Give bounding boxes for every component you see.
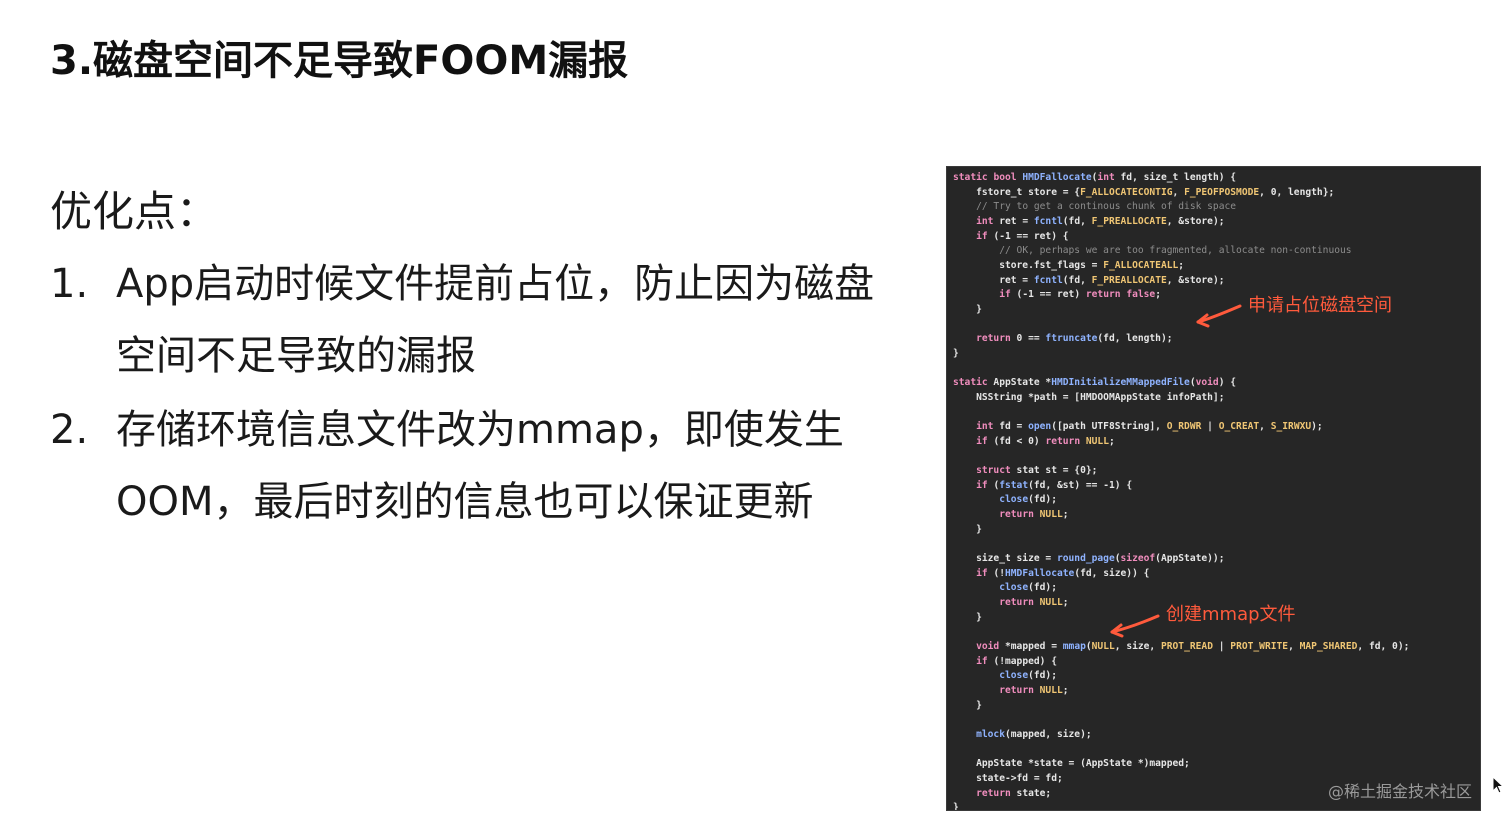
- code-line: mlock(mapped, size);: [976, 728, 1092, 740]
- code-line: struct stat st = {0};: [976, 465, 1098, 477]
- code-block: static bool HMDFallocate(int fd, size_t …: [953, 171, 1410, 811]
- code-line: if (!mapped) {: [976, 655, 1057, 667]
- point-list: 1. App启动时候文件提前占位，防止因为磁盘空间不足导致的漏报 2. 存储环境…: [50, 248, 910, 540]
- annotation-reserve-disk: 申请占位磁盘空间: [1248, 295, 1392, 316]
- code-line: close(fd);: [999, 582, 1057, 594]
- code-line: return NULL;: [999, 509, 1069, 521]
- cursor-icon: [1492, 776, 1504, 794]
- code-line: close(fd);: [999, 494, 1057, 506]
- code-line: // Try to get a continous chunk of disk …: [976, 201, 1237, 213]
- code-line: // OK, perhaps we are too fragmented, al…: [999, 245, 1352, 257]
- code-line: fstore_t store = {F_ALLOCATECONTIG, F_PE…: [953, 186, 1335, 198]
- slide-title: 3.磁盘空间不足导致FOOM漏报: [50, 38, 629, 84]
- code-line: close(fd);: [999, 670, 1057, 682]
- code-line: size_t size = round_page(sizeof(AppState…: [953, 553, 1225, 565]
- watermark: @稀土掘金技术社区: [1328, 782, 1473, 801]
- code-line: if (-1 == ret) return false;: [999, 289, 1161, 301]
- code-line: ret = fcntl(fd, F_PREALLOCATE, &store);: [953, 274, 1225, 286]
- code-line: }: [953, 303, 982, 315]
- code-line: return 0 == ftruncate(fd, length);: [976, 333, 1173, 345]
- code-line: return NULL;: [999, 597, 1069, 609]
- code-line: }: [953, 347, 959, 359]
- code-line: int fd = open([path UTF8String], O_RDWR …: [976, 421, 1323, 433]
- code-line: if (!HMDFallocate(fd, size)) {: [976, 567, 1150, 579]
- code-line: NSString *path = [HMDOOMAppState infoPat…: [953, 391, 1225, 403]
- annotation-create-mmap: 创建mmap文件: [1166, 604, 1296, 625]
- code-line: void *mapped = mmap(NULL, size, PROT_REA…: [976, 641, 1410, 652]
- code-line: static bool HMDFallocate(int fd, size_t …: [953, 172, 1237, 183]
- code-line: }: [953, 802, 959, 811]
- code-line: int ret = fcntl(fd, F_PREALLOCATE, &stor…: [976, 215, 1225, 227]
- code-screenshot: static bool HMDFallocate(int fd, size_t …: [946, 166, 1481, 811]
- code-line: store.fst_flags = F_ALLOCATEALL;: [953, 259, 1185, 271]
- code-line: if (fd < 0) return NULL;: [976, 435, 1115, 447]
- code-line: static AppState *HMDInitializeMMappedFil…: [953, 377, 1237, 389]
- arrow-icon: [1110, 614, 1160, 638]
- code-line: }: [953, 699, 982, 711]
- list-item: 1. App启动时候文件提前占位，防止因为磁盘空间不足导致的漏报: [50, 248, 910, 392]
- point-number: 2.: [50, 407, 89, 453]
- code-line: }: [953, 523, 982, 535]
- code-line: if (fstat(fd, &st) == -1) {: [976, 479, 1133, 491]
- slide-subtitle: 优化点：: [50, 187, 219, 236]
- code-line: return NULL;: [999, 684, 1069, 696]
- code-line: if (-1 == ret) {: [976, 230, 1069, 242]
- code-line: return state;: [976, 787, 1052, 799]
- point-number: 1.: [50, 261, 89, 307]
- code-line: state->fd = fd;: [953, 772, 1063, 784]
- list-item: 2. 存储环境信息文件改为mmap，即使发生OOM，最后时刻的信息也可以保证更新: [50, 394, 910, 538]
- code-line: AppState *state = (AppState *)mapped;: [953, 758, 1190, 770]
- point-text: App启动时候文件提前占位，防止因为磁盘空间不足导致的漏报: [116, 261, 875, 379]
- point-text: 存储环境信息文件改为mmap，即使发生OOM，最后时刻的信息也可以保证更新: [116, 407, 844, 525]
- arrow-icon: [1196, 304, 1242, 328]
- code-line: }: [953, 611, 982, 623]
